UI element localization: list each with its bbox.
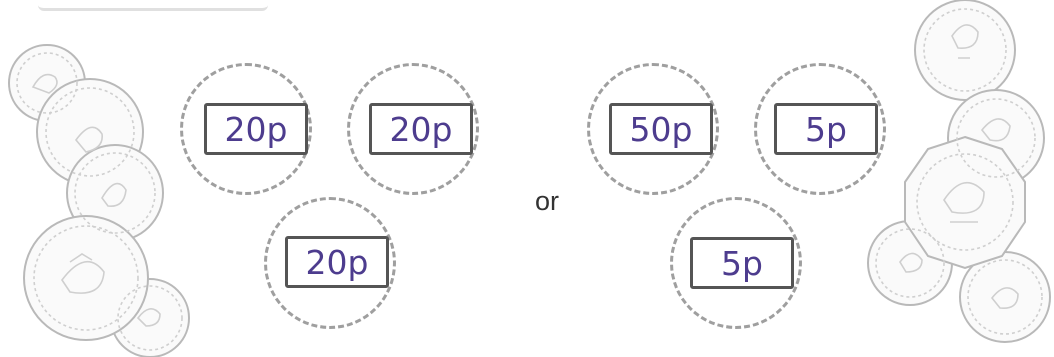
coin-value-label: 50p xyxy=(609,103,713,155)
left-coin-stack-icon xyxy=(8,44,190,357)
coin-slot-circle xyxy=(347,63,479,195)
coin-value-label: 20p xyxy=(369,103,473,155)
coin-value-label: 20p xyxy=(204,103,308,155)
coin-slot-circle xyxy=(670,197,802,329)
coin-value-label: 20p xyxy=(285,236,389,288)
coin-slot-circle xyxy=(264,197,396,329)
coin-slot-circle xyxy=(754,63,886,195)
coin-value-label: 5p xyxy=(774,103,878,155)
coin-slot-circle xyxy=(587,63,719,195)
coin-value-label: 5p xyxy=(690,237,794,289)
right-coin-stack-icon xyxy=(867,0,1051,343)
coin-slot-circle xyxy=(180,63,312,195)
or-separator: or xyxy=(535,186,560,216)
top-edge-fragment xyxy=(38,0,268,11)
